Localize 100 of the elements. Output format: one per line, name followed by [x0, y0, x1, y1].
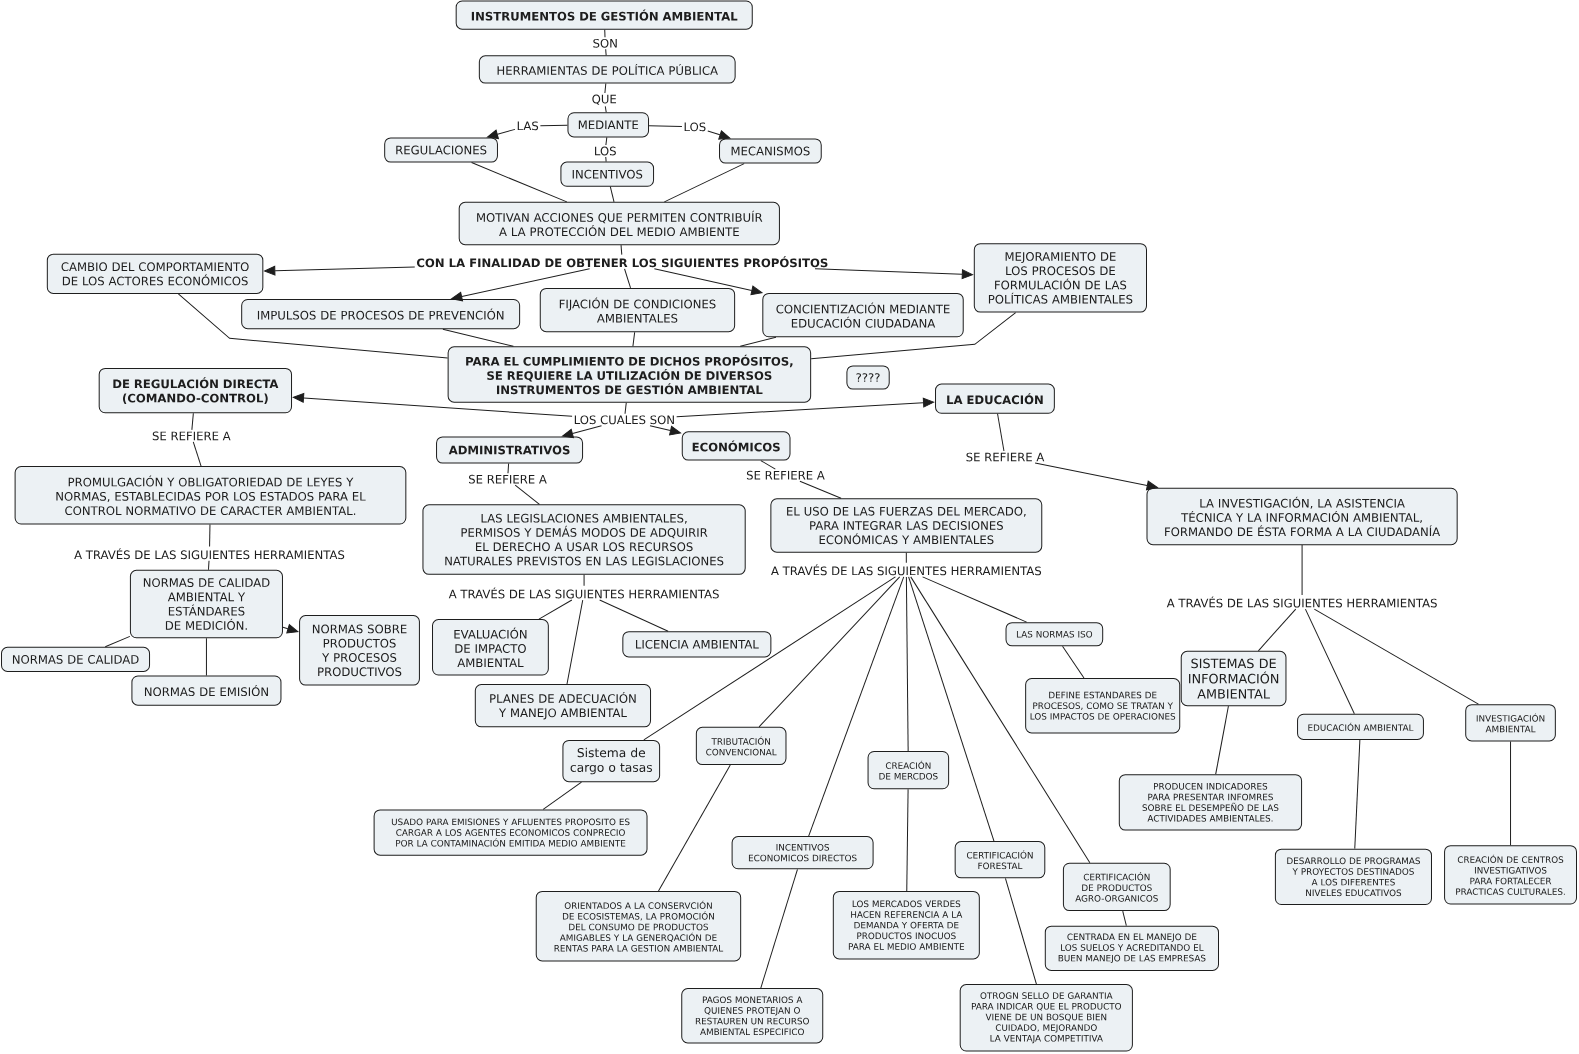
connector-line	[643, 576, 896, 741]
concept-box: NORMAS DE CALIDAD	[1, 646, 151, 672]
connector-line	[1004, 877, 1037, 985]
connector-line	[605, 156, 607, 163]
concept-box: MEDIANTE	[567, 112, 649, 138]
concept-box: ????	[846, 365, 890, 390]
linking-phrase: SE REFIERE A	[744, 469, 827, 481]
concept-box: DESARROLLO DE PROGRAMAS Y PROYECTOS DESTINADOS A LOS DIFERENTES NIVELES EDUCATIVOS	[1274, 848, 1432, 905]
concept-box: PROMULGACIÓN Y OBLIGATORIEDAD DE LEYES Y NORMAS, ESTABLECIDAS POR LOS ESTADOS PARA EL CONTROL NORMATIVO DE CARACTER AMBIENTAL.	[14, 466, 407, 525]
connector-line	[760, 460, 776, 470]
concept-box: CERTIFICACIÓN DE PRODUCTOS AGRO-ORGANICOS	[1062, 862, 1171, 912]
connector-line	[192, 441, 202, 467]
connector-line	[648, 125, 683, 128]
connector-line	[507, 463, 510, 474]
concept-box: INSTRUMENTOS DE GESTIÓN AMBIENTAL	[455, 0, 753, 30]
connector-line	[624, 268, 632, 289]
linking-phrase: A TRAVÉS DE LAS SIGUIENTES HERRAMIENTAS	[72, 546, 347, 561]
connector-line	[905, 552, 907, 564]
concept-box: CERTIFICACIÓN FORESTAL	[954, 841, 1046, 879]
concept-box: HERRAMIENTAS DE POLÍTICA PÚBLICA	[478, 55, 736, 84]
connector-line	[208, 560, 210, 571]
concept-box: EL USO DE LAS FUERZAS DEL MERCADO, PARA INTEGRAR LAS DECISIONES ECONÓMICAS Y AMBIENTALES	[770, 498, 1043, 553]
linking-phrase: SE REFIERE A	[150, 430, 232, 442]
concept-box: PAGOS MONETARIOS A QUIENES PROTEJAN O RESTAUREN UN RECURSO AMBIENTAL ESPECIFICO	[681, 988, 824, 1044]
arrow	[814, 268, 973, 280]
arrow	[653, 268, 763, 296]
concept-box: ORIENTADOS A LA CONSERVCIÓN DE ECOSISTEMAS, LA PROMOCIÓN DEL CONSUMO DE PRODUCTOS AMIGABLES Y LA GENERQACIÓN DE RENTAS PARA LA GESTION AMBIENTAL	[535, 890, 742, 962]
concept-box: INCENTIVOS	[560, 161, 655, 187]
connector-line	[1122, 910, 1127, 927]
connector-line	[1354, 739, 1361, 850]
connector-line	[209, 524, 211, 548]
linking-phrase: A TRAVÉS DE LAS SIGUIENTES HERRAMIENTAS	[1165, 595, 1439, 609]
arrow	[676, 397, 935, 418]
concept-box: EDUCACIÓN AMBIENTAL	[1297, 713, 1424, 740]
connector-line	[177, 293, 449, 359]
arrow	[1034, 462, 1158, 491]
connector-line	[799, 480, 842, 499]
connector-line	[632, 331, 636, 347]
concept-box: ECONÓMICOS	[681, 431, 791, 461]
connector-line	[604, 83, 607, 94]
concept-box: LOS MERCADOS VERDES HACEN REFERENCIA A LA DEMANDA Y OFERTA DE PRODUCTOS INOCUOS PARA EL MEDIO AMBIENTE	[832, 890, 980, 960]
concept-box: SISTEMAS DE INFORMACIÓN AMBIENTAL	[1180, 650, 1287, 707]
connector-line	[1062, 645, 1085, 679]
connector-line	[599, 599, 669, 632]
connector-line	[605, 48, 607, 56]
linking-phrase: SE REFIERE A	[466, 473, 549, 485]
concept-box: CENTRADA EN EL MANEJO DE LOS SUELOS Y ACREDITANDO EL BUEN MANEJO DE LAS EMPRESAS	[1044, 925, 1219, 971]
concept-box: PARA EL CUMPLIMIENTO DE DICHOS PROPÓSITOS, SE REQUIERE LA UTILIZACIÓN DE DIVERSOS INSTRUMENTOS DE GESTIÓN AMBIENTAL	[447, 346, 812, 403]
connector-line	[205, 637, 207, 676]
connector-line	[905, 576, 909, 752]
concept-box: DEFINE ESTANDARES DE PROCESOS, COMO SE TRATAN Y LOS IMPACTOS DE OPERACIONES	[1025, 678, 1181, 734]
concept-box: LA EDUCACIÓN	[935, 383, 1055, 414]
concept-box: PRODUCEN INDICADORES PARA PRESENTAR INFOMRES SOBRE EL DESEMPEÑO DE LAS ACTIVIDADES AMBIENTALES.	[1118, 774, 1303, 831]
concept-box: DE REGULACIÓN DIRECTA (COMANDO-CONTROL)	[98, 367, 293, 414]
linking-phrase: CON LA FINALIDAD DE OBTENER LOS SIGUIENTES PROPÓSITOS	[415, 254, 830, 269]
connector-line	[810, 312, 1017, 360]
concept-box: USADO PARA EMISIONES Y AFLUENTES PROPOSITO ES CARGAR A LOS AGENTES ECONOMICOS CONPRECIO POR LA CONTAMINACIÓN EMITIDA MEDIO AMBIENTE	[373, 809, 648, 856]
linking-phrase: LOS	[682, 121, 708, 133]
concept-box: INCENTIVOS ECONOMICOS DIRECTOS	[731, 836, 874, 870]
concept-box: CREACIÓN DE CENTROS INVESTIGATIVOS PARA FORTALECER PRACTICAS CULTURALES.	[1444, 845, 1577, 905]
arrow	[649, 425, 681, 436]
concept-box: IMPULSOS DE PROCESOS DE PREVENCIÓN	[241, 299, 521, 330]
connector-line	[605, 136, 608, 146]
concept-box: NORMAS DE EMISIÓN	[131, 675, 282, 706]
connector-line	[1313, 608, 1479, 705]
connector-line	[1257, 608, 1297, 652]
connector-line	[539, 124, 568, 127]
connector-line	[663, 163, 745, 203]
connector-line	[739, 336, 777, 347]
connector-line	[191, 412, 194, 431]
linking-phrase: QUE	[590, 93, 619, 107]
linking-phrase: LOS CUALES SON	[572, 414, 677, 426]
concept-box: LA INVESTIGACIÓN, LA ASISTENCIA TÉCNICA Y LA INFORMACIÓN AMBIENTAL, FORMANDO DE ÉSTA FORMA A LA CIUDADANÍA	[1146, 487, 1458, 546]
linking-phrase: LAS	[515, 120, 541, 132]
connector-line	[514, 484, 540, 505]
connector-line	[609, 186, 615, 203]
concept-box: EVALUACIÓN DE IMPACTO AMBIENTAL	[432, 619, 549, 676]
concept-box: MEJORAMIENTO DE LOS PROCESOS DE FORMULACIÓN DE LAS POLÍTICAS AMBIENTALES	[973, 243, 1147, 313]
linking-phrase: A TRAVÉS DE LAS SIGUIENTES HERRAMIENTAS	[447, 586, 721, 600]
concept-box: LAS LEGISLACIONES AMBIENTALES, PERMISOS Y DEMÁS MODOS DE ADQUIRIR EL DERECHO A USAR LOS RECURSOS NATURALES PREVISTOS EN LAS LEGISLACIONES	[422, 504, 746, 575]
connector-line	[1215, 705, 1229, 775]
connector-line	[758, 576, 901, 728]
connector-line	[538, 599, 573, 620]
concept-box: OTROGN SELLO DE GARANTIA PARA INDICAR QUE EL PRODUCTO VIENE DE UN BOSQUE BIEN CUIDADO, MEJORANDO LA VENTAJA COMPETITIVA	[959, 984, 1133, 1052]
connector-line	[922, 576, 1028, 623]
concept-box: Sistema de cargo o tasas	[562, 739, 661, 783]
concept-box: MECANISMOS	[719, 138, 822, 164]
connector-line	[808, 576, 905, 837]
connector-line	[624, 402, 627, 415]
connector-line	[542, 781, 582, 810]
connector-line	[997, 413, 1005, 452]
concept-box: NORMAS DE CALIDAD AMBIENTAL Y ESTÁNDARES DE MEDICIÓN.	[129, 569, 283, 639]
connector-line	[658, 764, 731, 892]
linking-phrase: SON	[591, 37, 620, 50]
arrow	[561, 425, 602, 439]
concept-box: NORMAS SOBRE PRODUCTOS Y PROCESOS PRODUCTIVOS	[299, 615, 420, 686]
concept-box: PLANES DE ADECUACIÓN Y MANEJO AMBIENTAL	[474, 684, 652, 728]
linking-phrase: LOS	[592, 145, 618, 157]
concept-box: LICENCIA AMBIENTAL	[622, 631, 772, 658]
arrow	[282, 624, 299, 634]
